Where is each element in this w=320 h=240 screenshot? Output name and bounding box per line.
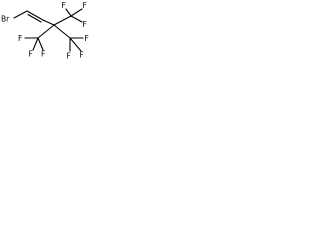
atom-label-f-top-2: F (83, 1, 87, 10)
atom-label-f-top-1: F (62, 1, 66, 10)
atom-label-f-top-3: F (83, 20, 87, 29)
atom-label-f-right-1: F (85, 34, 89, 43)
bond-cq-c-right (53, 24, 71, 39)
bond-c2-cq (42, 19, 55, 26)
atom-label-f-left-3: F (41, 50, 45, 59)
bond-ctop-f-right (70, 8, 83, 17)
atom-label-br: Br (1, 15, 10, 24)
bond-cq-c-top (53, 15, 72, 26)
bond-c1-c2-double-outer (26, 10, 44, 21)
bond-cright-f-down-right (69, 37, 82, 52)
bond-cleft-f-down (32, 37, 39, 51)
atom-label-f-left-1: F (18, 34, 22, 43)
bond-ctop-f-down (70, 15, 83, 23)
bond-cleft-f-right (37, 37, 44, 51)
bond-ctop-f-up (65, 8, 72, 17)
atom-label-f-right-2: F (67, 52, 71, 61)
bond-cq-c-left (37, 24, 55, 39)
bond-br-c1 (13, 10, 28, 19)
structural-formula: Br F F F F F F F F F (1, 1, 89, 61)
bond-c1-c2-double-inner (27, 13, 42, 23)
atom-label-f-right-3: F (80, 51, 84, 60)
atom-label-f-left-2: F (29, 50, 33, 59)
